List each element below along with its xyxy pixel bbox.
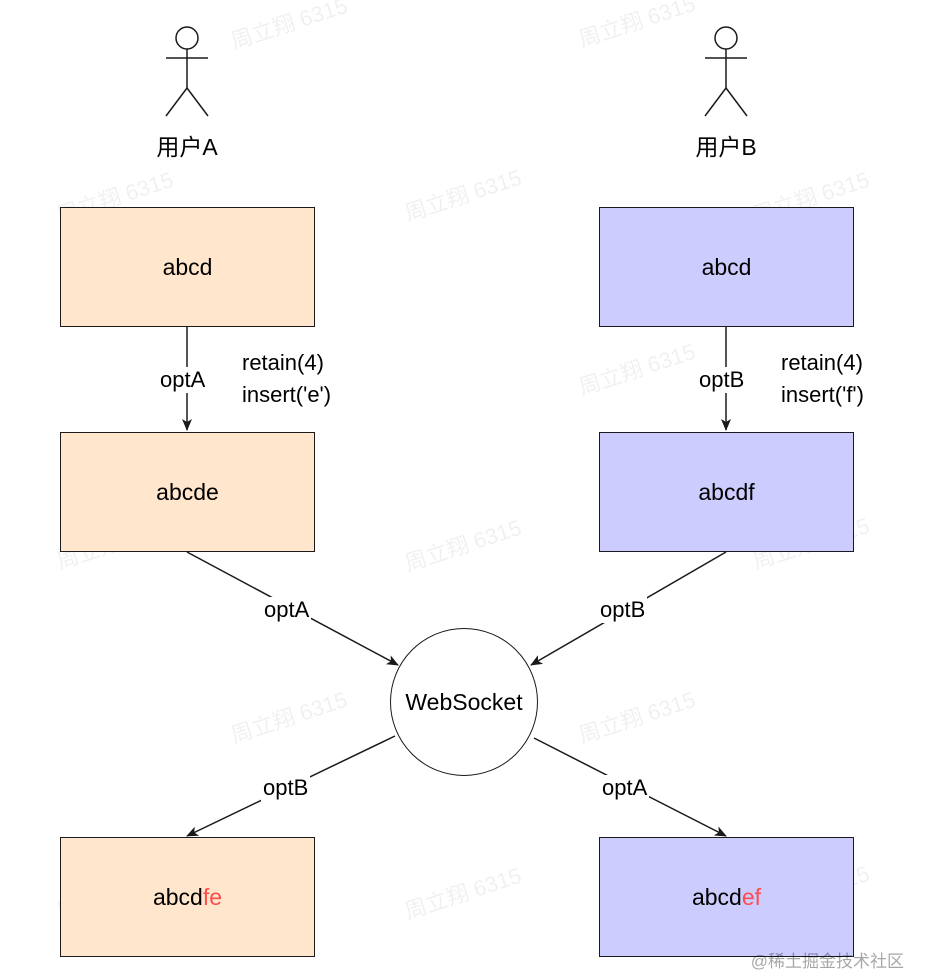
server-to-a-label: optB bbox=[261, 775, 311, 801]
a-op-insert: insert('e') bbox=[242, 382, 332, 407]
user-b-final-base: abcd bbox=[691, 883, 742, 910]
server-to-b-label: optA bbox=[600, 775, 650, 801]
b-local-op-label: optB bbox=[697, 367, 747, 393]
user-a-after-doc: abcde bbox=[60, 432, 315, 552]
user-b-initial-doc: abcd bbox=[599, 207, 854, 327]
b-op-insert: insert('f') bbox=[781, 382, 864, 407]
a-local-op-label: optA bbox=[158, 367, 208, 393]
user-a-final-highlight: fe bbox=[202, 883, 223, 910]
a-operation-detail: retain(4) insert('e') bbox=[242, 347, 331, 411]
a-op-retain: retain(4) bbox=[242, 350, 324, 375]
user-b-final-highlight: ef bbox=[741, 883, 762, 910]
user-b-after-doc: abcdf bbox=[599, 432, 854, 552]
user-a-initial-doc: abcd bbox=[60, 207, 315, 327]
user-a-actor-icon bbox=[165, 26, 209, 117]
b-operation-detail: retain(4) insert('f') bbox=[781, 347, 864, 411]
footer-watermark: @稀土掘金技术社区 bbox=[750, 952, 904, 971]
user-a-name: 用户A bbox=[156, 134, 218, 160]
a-to-server-label: optA bbox=[262, 597, 312, 623]
b-op-retain: retain(4) bbox=[781, 350, 863, 375]
user-b-actor-icon bbox=[704, 26, 748, 117]
b-to-server-label: optB bbox=[598, 597, 648, 623]
user-b-name: 用户B bbox=[695, 134, 757, 160]
websocket-server-node: WebSocket bbox=[390, 628, 538, 776]
user-a-final-base: abcd bbox=[152, 883, 203, 910]
